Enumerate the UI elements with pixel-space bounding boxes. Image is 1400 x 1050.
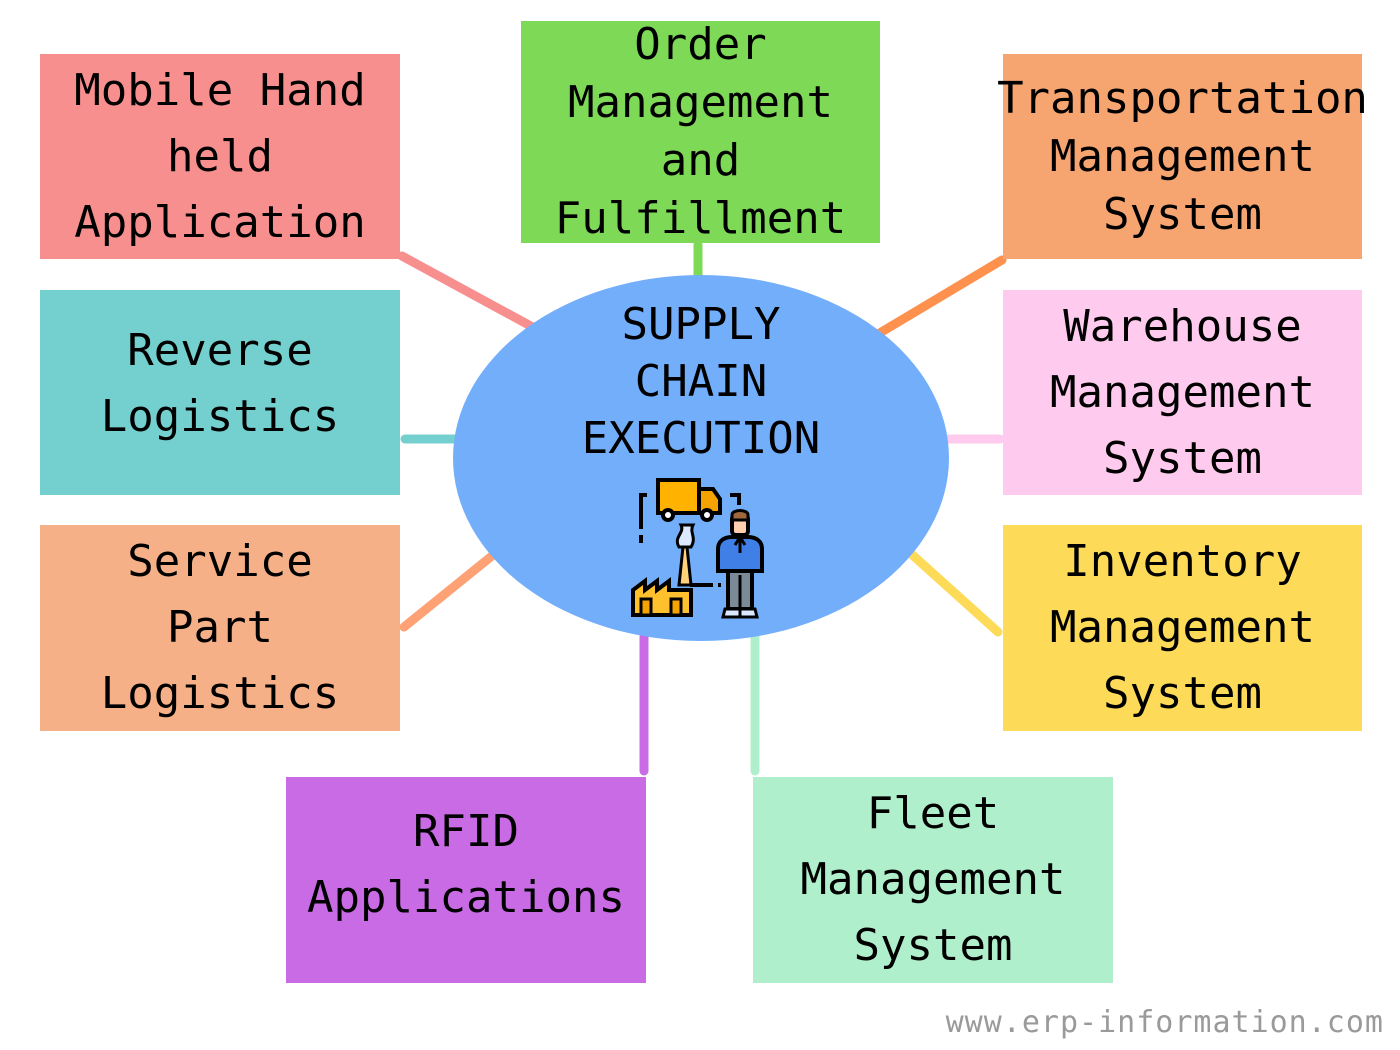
node-label-line: held [167, 130, 273, 182]
node-label-line: System [1103, 432, 1262, 484]
hub-title-line: EXECUTION [581, 413, 821, 464]
node-label-line: Fleet [866, 788, 1000, 839]
hub-ellipse [453, 275, 949, 641]
node-label-line: Applications [307, 872, 625, 923]
node-label-line: Application [74, 196, 366, 248]
node-order-management-fulfillment: Order Management and Fulfillment [521, 19, 880, 244]
node-service-part-logistics: Service Part Logistics [40, 525, 400, 731]
node-transportation-management-system: Transportation Management System [997, 54, 1368, 259]
hub-title-line: SUPPLY [621, 299, 781, 350]
hub-title: SUPPLY CHAIN EXECUTION [453, 296, 949, 467]
node-label-line: Transportation [997, 72, 1368, 124]
node-label-line: Reverse [127, 325, 313, 376]
node-label-line: RFID [413, 806, 519, 857]
connector-inventory-management [903, 546, 1003, 637]
node-label-line: and [660, 135, 741, 186]
node-reverse-logistics: Reverse Logistics [40, 290, 400, 495]
watermark: www.erp-information.com [945, 1005, 1384, 1040]
node-label-line: System [853, 920, 1013, 971]
connector-service-part-logistics [399, 546, 503, 632]
node-inventory-management-system: Inventory Management System [1003, 525, 1362, 731]
hub-title-line: CHAIN [634, 356, 768, 407]
connector-mobile-handheld [397, 251, 543, 335]
node-label-line: Mobile Hand [74, 64, 366, 116]
node-label-line: Inventory [1063, 536, 1302, 587]
node-label-line: Warehouse [1063, 300, 1302, 352]
node-label-line: System [1103, 188, 1262, 240]
node-label-line: Order [634, 19, 767, 70]
node-label-line: System [1103, 668, 1262, 719]
connector-transportation-management [863, 255, 1007, 345]
node-label-line: Logistics [100, 391, 340, 442]
node-rfid-applications: RFID Applications [286, 777, 646, 983]
node-label-line: Management [1050, 130, 1315, 182]
node-mobile-handheld-application: Mobile Hand held Application [40, 54, 400, 259]
node-label-line: Management [1050, 602, 1315, 653]
node-label-line: Fulfillment [554, 193, 847, 244]
node-label-line: Part [167, 602, 273, 653]
node-label-line: Management [800, 854, 1066, 905]
node-fleet-management-system: Fleet Management System [753, 777, 1113, 983]
node-label-line: Service [127, 536, 313, 587]
node-label-line: Management [1050, 366, 1315, 418]
node-label-line: Management [568, 77, 833, 128]
node-warehouse-management-system: Warehouse Management System [1003, 290, 1362, 495]
logistics-factory-truck-worker-icon [631, 478, 764, 619]
node-label-line: Logistics [100, 668, 340, 719]
